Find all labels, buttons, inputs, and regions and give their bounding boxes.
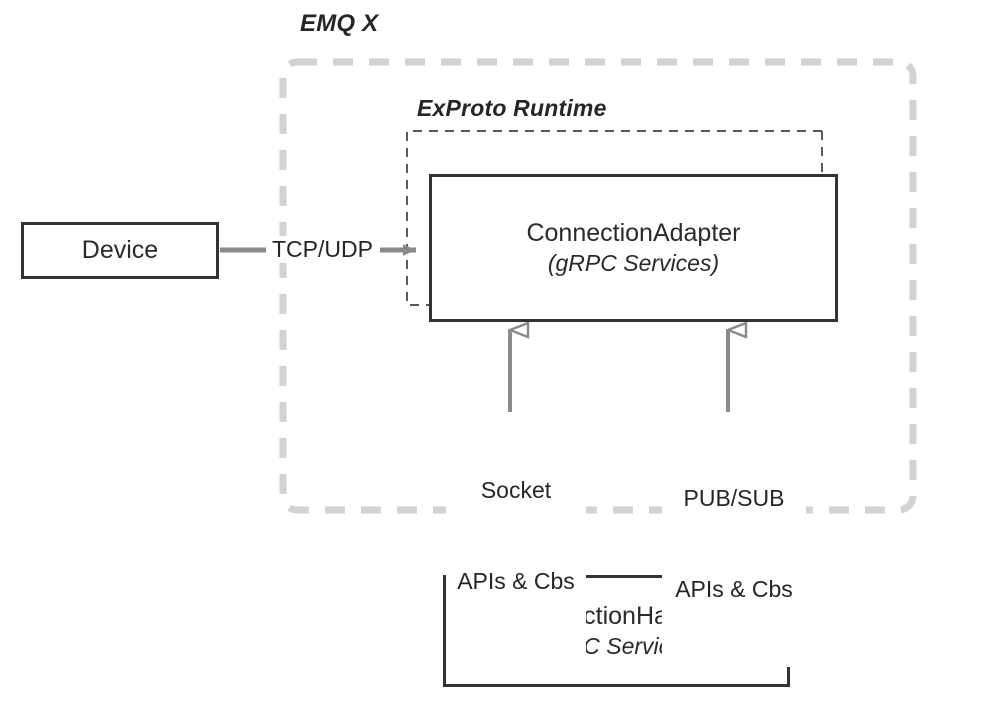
edge-label-tcp-udp: TCP/UDP — [268, 236, 377, 264]
edge-label-socket-apis-line2: APIs & Cbs — [457, 567, 575, 594]
edge-label-pubsub-apis-line2: APIs & Cbs — [675, 575, 793, 602]
group-label-emqx: EMQ X — [300, 10, 379, 37]
edge-label-pubsub-apis-line1: PUB/SUB — [683, 484, 785, 511]
group-border-emqx — [279, 58, 917, 514]
node-device[interactable]: Device — [21, 222, 219, 279]
edge-label-pubsub-apis: PUB/SUB APIs & Cbs — [662, 420, 806, 667]
node-device-title: Device — [81, 235, 159, 264]
node-connection-adapter[interactable]: ConnectionAdapter (gRPC Services) — [429, 174, 838, 322]
group-label-exproto: ExProto Runtime — [417, 95, 607, 121]
node-connection-adapter-subtitle: (gRPC Services) — [547, 250, 720, 277]
edge-label-socket-apis: Socket APIs & Cbs — [446, 412, 586, 659]
node-connection-adapter-title: ConnectionAdapter — [526, 219, 741, 247]
group-border-exproto — [406, 130, 822, 306]
edge-label-socket-apis-line1: Socket — [480, 476, 552, 503]
